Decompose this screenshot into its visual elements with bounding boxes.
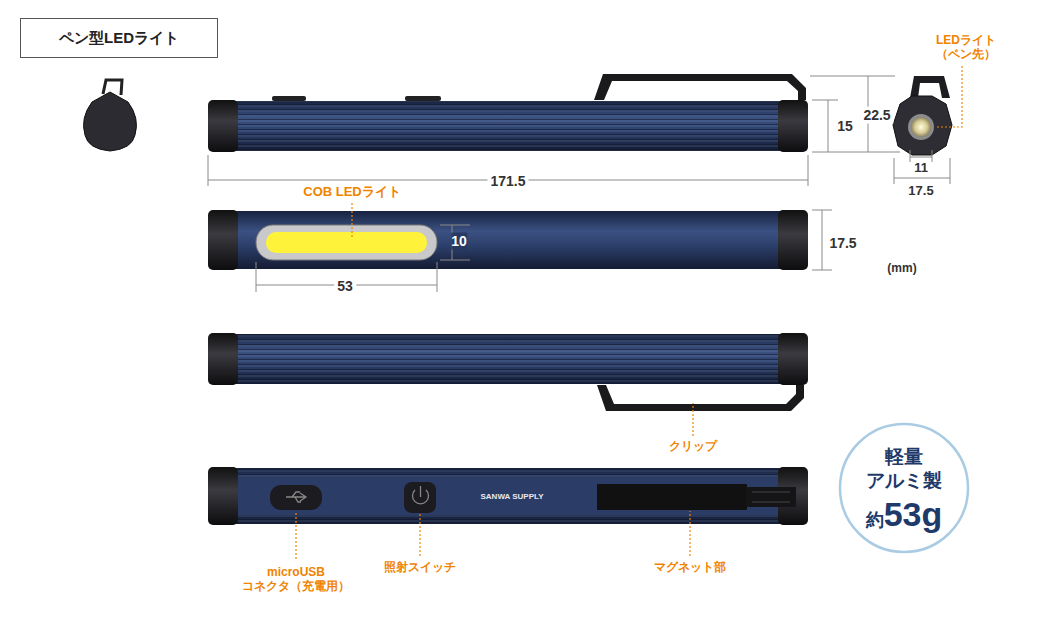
barrel-flat bbox=[232, 478, 784, 515]
cob-frame bbox=[256, 225, 437, 260]
dimension-line bbox=[894, 158, 950, 184]
dimension-lines bbox=[208, 76, 950, 292]
badge-weight: 約53g bbox=[866, 497, 943, 531]
switch-icon bbox=[413, 486, 429, 504]
end-view bbox=[84, 92, 137, 151]
text-line: 軽量 bbox=[866, 445, 942, 469]
usb-icon bbox=[286, 492, 306, 502]
pen-body bbox=[208, 100, 808, 152]
text-line: LEDライト bbox=[936, 33, 996, 47]
dimension-line bbox=[440, 225, 470, 260]
weight-prefix: 約 bbox=[866, 511, 884, 529]
end-cap bbox=[208, 100, 238, 152]
drawing bbox=[84, 66, 962, 559]
dimension-label: 10 bbox=[451, 233, 467, 250]
badge-circle bbox=[840, 424, 968, 552]
clip-end-lines bbox=[752, 492, 790, 502]
badge-text: 軽量 アルミ製約53g bbox=[838, 422, 970, 554]
cob-led bbox=[266, 232, 427, 253]
leader-line bbox=[692, 403, 693, 436]
dimension-label: 22.5 bbox=[860, 107, 893, 124]
dimension-label: SANWA SUPPLY bbox=[481, 492, 544, 502]
end-cap bbox=[778, 333, 808, 385]
callout-label: クリップ bbox=[669, 439, 717, 453]
end-cap bbox=[778, 210, 808, 270]
clip-end bbox=[746, 487, 796, 507]
pen-barrel bbox=[232, 101, 784, 151]
barrel-grooves bbox=[232, 468, 784, 524]
callout-label: 照射スイッチ bbox=[384, 560, 456, 574]
end-cap bbox=[208, 467, 238, 525]
barrel-grooves bbox=[232, 334, 784, 384]
dimension-label: 15 bbox=[834, 118, 856, 135]
magnet bbox=[597, 484, 747, 510]
button-bump bbox=[272, 96, 306, 101]
button-bump bbox=[405, 96, 441, 101]
dimension-label: 17.5 bbox=[905, 183, 936, 199]
end-cap bbox=[778, 100, 808, 152]
usb-port bbox=[270, 485, 322, 510]
dimension-label: 53 bbox=[334, 278, 356, 295]
led-lens bbox=[908, 114, 934, 140]
badge-heading: 軽量 アルミ製 bbox=[866, 445, 942, 493]
pen-body bbox=[208, 333, 808, 385]
barrel-grooves bbox=[232, 101, 784, 151]
dimension-label: 171.5 bbox=[487, 173, 528, 190]
dimension-label: 17.5 bbox=[826, 235, 859, 252]
callout-label: COB LEDライト bbox=[303, 184, 401, 200]
pen-body bbox=[208, 210, 808, 270]
clip bbox=[597, 385, 804, 411]
weight-value: 53g bbox=[884, 497, 943, 531]
pen-barrel bbox=[232, 334, 784, 384]
callout-label: microUSB コネクタ（充電用） bbox=[242, 565, 350, 594]
end-cap bbox=[208, 333, 238, 385]
leader-line bbox=[419, 514, 420, 556]
pen-barrel bbox=[232, 468, 784, 524]
leader-line bbox=[351, 203, 352, 238]
callout-label: LEDライト （ペン先） bbox=[936, 33, 996, 62]
leader-line bbox=[937, 66, 962, 127]
clip bbox=[594, 74, 806, 100]
leader-line bbox=[295, 512, 296, 559]
end-view bbox=[893, 96, 952, 155]
dimension-line bbox=[812, 100, 900, 152]
pen-barrel bbox=[232, 211, 784, 269]
dimension-label: 11 bbox=[911, 160, 931, 176]
pen-body bbox=[208, 467, 808, 525]
end-cap bbox=[208, 210, 238, 270]
title-box: ペン型LEDライト bbox=[20, 18, 218, 58]
weight-badge: 軽量 アルミ製約53g bbox=[838, 422, 970, 554]
text-line: コネクタ（充電用） bbox=[242, 579, 350, 593]
text-line: （ペン先） bbox=[936, 47, 996, 61]
switch bbox=[404, 482, 436, 513]
text-line: アルミ製 bbox=[866, 469, 942, 493]
led bbox=[911, 117, 931, 137]
end-view-clip bbox=[103, 80, 122, 95]
text-line: microUSB bbox=[242, 565, 350, 579]
leader-line bbox=[689, 511, 690, 556]
dimension-label: (mm) bbox=[887, 261, 916, 275]
callout-label: マグネット部 bbox=[654, 560, 726, 574]
end-view-clip bbox=[910, 76, 950, 98]
dimension-line bbox=[810, 76, 895, 152]
